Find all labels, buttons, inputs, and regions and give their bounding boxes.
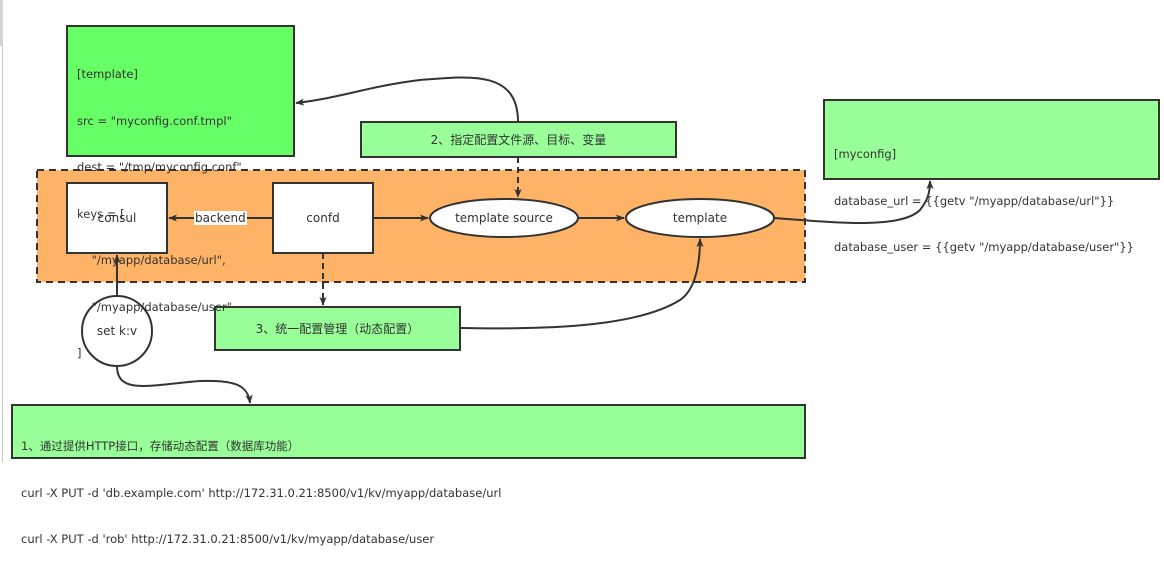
edge-step3-to-template <box>459 238 704 330</box>
template-config-note[interactable] <box>66 25 295 157</box>
scrollbar-thumb[interactable] <box>0 0 3 46</box>
template-config-line: "/myapp/database/url", <box>77 253 226 267</box>
consul-label: consul <box>97 211 137 225</box>
confd-label: confd <box>306 211 340 225</box>
set-kv-label: set k:v <box>96 324 138 338</box>
step3-note[interactable] <box>214 306 461 351</box>
edge-setkv-to-step1 <box>116 365 253 404</box>
step2-label: 2、指定配置文件源、目标、变量 <box>430 133 607 147</box>
step1-text: 1、通过提供HTTP接口，存储动态配置（数据库功能） curl -X PUT -… <box>21 408 501 563</box>
myconfig-text: [myconfig] database_url = {{getv "/myapp… <box>834 116 1134 271</box>
step1-note[interactable] <box>11 404 806 459</box>
template-source-label: template source <box>455 211 553 225</box>
template-config-line: dest = "/tmp/myconfig.conf" <box>77 160 242 174</box>
template-label: template <box>672 211 728 225</box>
step3-label: 3、统一配置管理（动态配置） <box>255 322 420 336</box>
step1-line: curl -X PUT -d 'rob' http://172.31.0.21:… <box>21 532 435 546</box>
consul-node[interactable] <box>66 182 168 254</box>
template-config-line: src = "myconfig.conf.tmpl" <box>77 113 232 128</box>
myconfig-line: database_user = {{getv "/myapp/database/… <box>834 240 1134 254</box>
myconfig-line: database_url = {{getv "/myapp/database/u… <box>834 193 1115 208</box>
template-config-line: ] <box>77 346 82 360</box>
template-config-line: keys = [ <box>77 206 125 221</box>
myconfig-note[interactable] <box>823 99 1160 180</box>
edge-template-to-myconfig <box>773 180 934 224</box>
edge-step2-to-template-config <box>295 76 519 123</box>
step1-line: curl -X PUT -d 'db.example.com' http://1… <box>21 485 502 500</box>
template-config-line: "/myapp/database/user" <box>77 299 232 314</box>
diagram-canvas <box>11 25 1160 459</box>
step1-line: 1、通过提供HTTP接口，存储动态配置（数据库功能） <box>21 439 300 453</box>
template-config-text: [template] src = "myconfig.conf.tmpl" de… <box>77 36 242 377</box>
template-config-line: [template] <box>77 67 138 81</box>
myconfig-line: [myconfig] <box>834 147 897 161</box>
backend-edge-label: backend <box>194 211 247 225</box>
left-border <box>2 0 3 462</box>
